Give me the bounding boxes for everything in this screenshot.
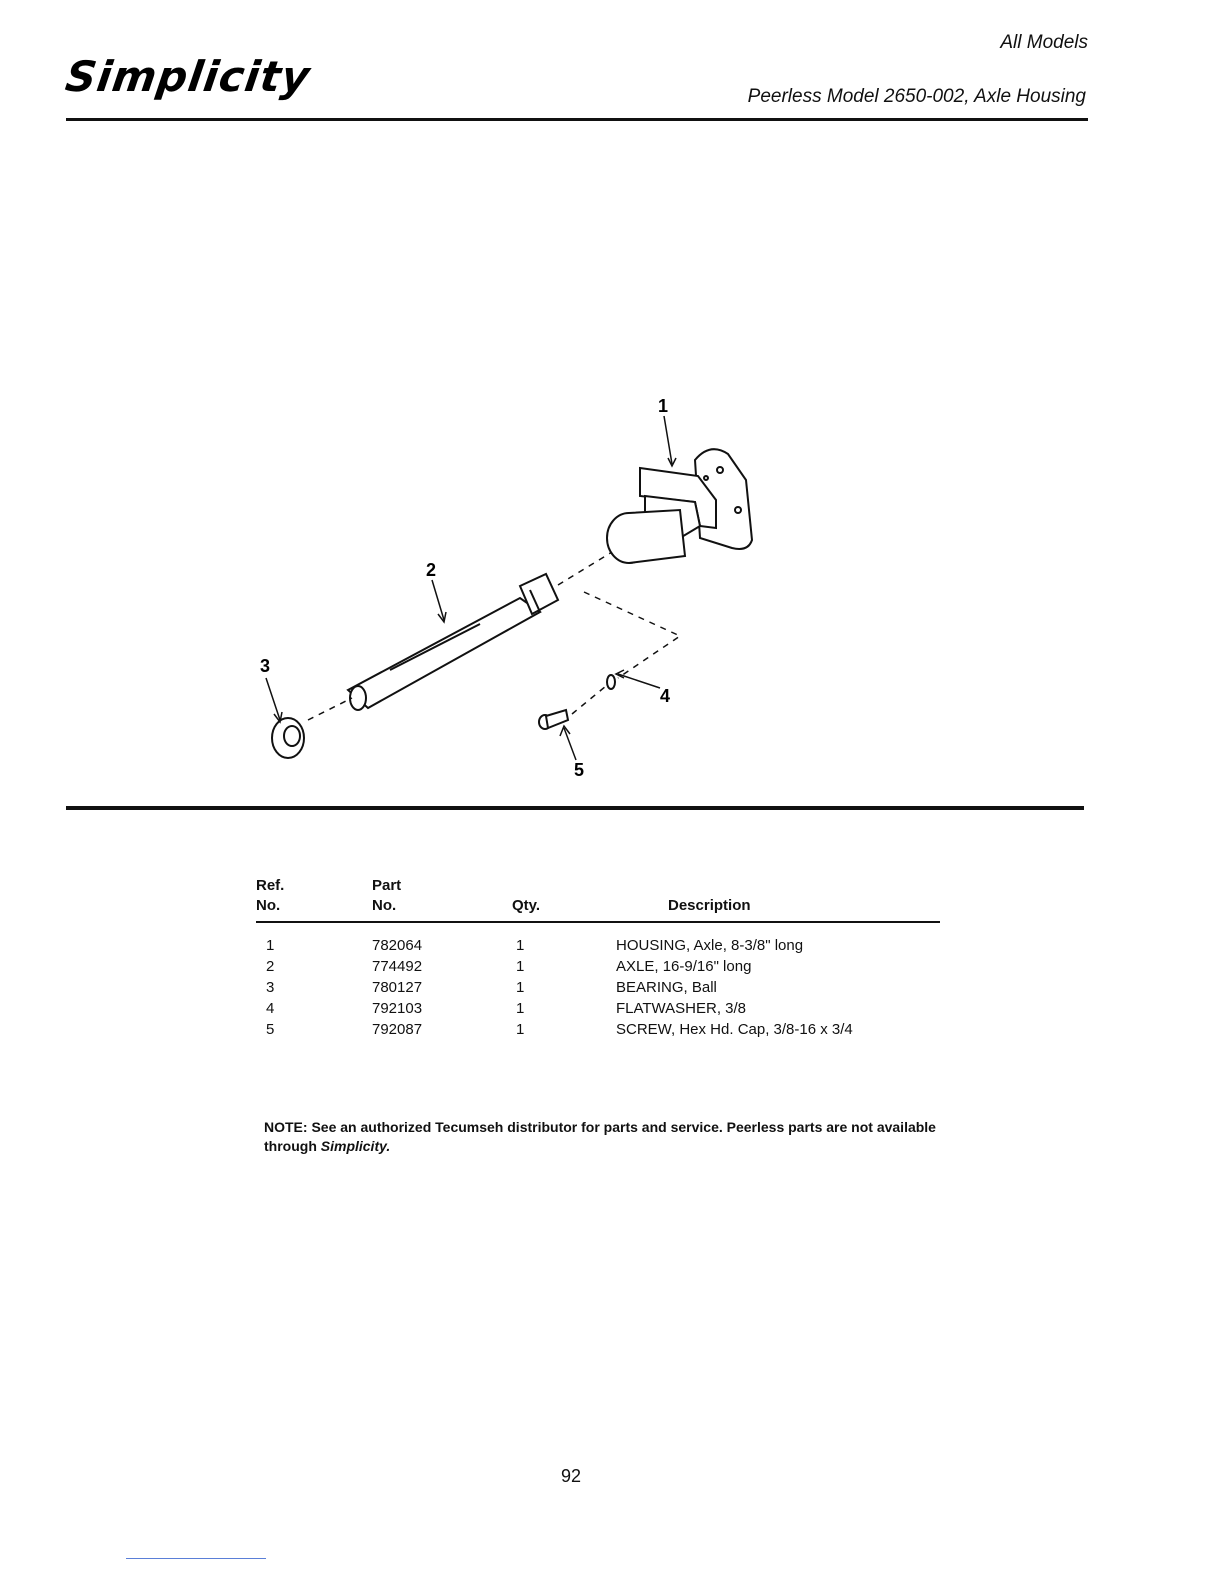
screw-illustration [538, 708, 570, 730]
assembly-lines [307, 551, 682, 721]
simplicity-logo: Simplicity [62, 52, 314, 101]
callout-4: 4 [660, 686, 670, 706]
header-qty: Qty. [512, 876, 616, 923]
note-brand: Simplicity. [320, 1138, 391, 1154]
flatwasher-illustration [606, 674, 616, 690]
header-ref-no: Ref.No. [256, 876, 372, 923]
callout-5: 5 [574, 760, 584, 780]
note-body: See an authorized Tecumseh distributor f… [264, 1119, 936, 1154]
table-row: 5 792087 1 SCREW, Hex Hd. Cap, 3/8-16 x … [266, 1021, 853, 1038]
note-text: NOTE: See an authorized Tecumseh distrib… [264, 1118, 964, 1156]
callout-3: 3 [260, 656, 270, 676]
models-label: All Models [1000, 32, 1088, 53]
axle-housing-illustration [606, 448, 754, 564]
ball-bearing-illustration [271, 717, 305, 759]
page-number: 92 [561, 1466, 582, 1486]
table-row: 1 782064 1 HOUSING, Axle, 8-3/8" long [266, 937, 804, 954]
table-row: 3 780127 1 BEARING, Ball [266, 979, 717, 996]
note-lead: NOTE: [264, 1119, 308, 1135]
section-rule [66, 806, 1084, 810]
page-title: Peerless Model 2650-002, Axle Housing [747, 86, 1086, 107]
axle-shaft-illustration [346, 572, 560, 711]
exploded-parts-diagram: 1 2 3 4 5 [260, 396, 754, 780]
table-row: 4 792103 1 FLATWASHER, 3/8 [266, 1000, 747, 1017]
footer-line [126, 1558, 266, 1559]
table-row: 2 774492 1 AXLE, 16-9/16" long [266, 958, 752, 975]
header-description: Description [616, 876, 940, 923]
callout-2: 2 [426, 560, 436, 580]
header-rule [66, 118, 1088, 121]
callout-1: 1 [658, 396, 668, 416]
leader-arrows [265, 415, 677, 761]
